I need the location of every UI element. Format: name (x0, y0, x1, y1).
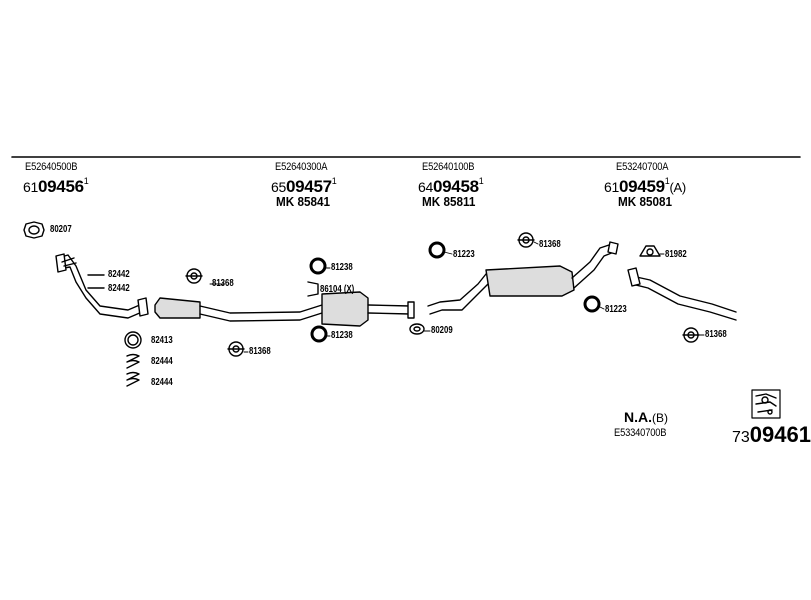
section-3-part-number: 64094581 (418, 176, 484, 196)
section-1-part-number: 61094561 (23, 176, 89, 196)
part-label-81982: 81982 (665, 249, 687, 260)
gasket-80207 (23, 221, 45, 239)
part-label-81368-d: 81368 (705, 329, 727, 340)
section-4-oe-number: E53240700A (616, 161, 669, 173)
spring-82444-drawing-1 (126, 353, 140, 369)
rear-silencer (427, 241, 619, 315)
section-2-oe-number: E52640300A (275, 161, 328, 173)
hanger-81368-c-drawing (517, 232, 535, 248)
part-label-86104: 86104 (X) (320, 284, 355, 295)
part-label-82413: 82413 (151, 335, 173, 346)
section-2-mk-number: MK 85841 (276, 194, 330, 209)
part-label-81223-b: 81223 (605, 304, 627, 315)
part-label-81223-a: 81223 (453, 249, 475, 260)
part-label-82444-b: 82444 (151, 377, 173, 388)
part-label-81238-a: 81238 (331, 262, 353, 273)
ring-81238-b-drawing (310, 325, 328, 343)
hanger-81368-a-drawing (185, 268, 203, 284)
hanger-81368-b-drawing (227, 341, 245, 357)
hanger-81368-d-drawing (682, 327, 700, 343)
exhaust-diagram-icon (751, 389, 781, 419)
leader-lines (209, 241, 705, 353)
part-label-81368-b: 81368 (249, 346, 271, 357)
part-label-81238-b: 81238 (331, 330, 353, 341)
ring-81223-b-drawing (583, 295, 601, 313)
front-pipe (55, 253, 149, 319)
section-4-mk-number: MK 85081 (618, 194, 672, 209)
part-label-82442-b: 82442 (108, 283, 130, 294)
section-4-part-number: 61094591(A) (604, 176, 686, 196)
gasket-80209-drawing (409, 323, 425, 335)
section-3-mk-number: MK 85811 (422, 194, 476, 209)
section-1-oe-number: E52640500B (25, 161, 78, 173)
ring-81238-a-drawing (309, 257, 327, 275)
clamp-86104-drawing (307, 281, 319, 297)
part-label-82444-a: 82444 (151, 356, 173, 367)
part-label-80209: 80209 (431, 325, 453, 336)
spring-82444-drawing-2 (126, 371, 140, 387)
middle-silencer-1 (154, 291, 415, 327)
part-label-81368-a: 81368 (212, 278, 234, 289)
hanger-81982-drawing (639, 245, 661, 257)
part-label-82442-a: 82442 (108, 269, 130, 280)
ring-81223-a-drawing (428, 241, 446, 259)
part-label-80207: 80207 (50, 224, 72, 235)
na-oe-number: E53340700B (614, 427, 667, 439)
ring-82413-drawing (124, 331, 142, 349)
section-2-part-number: 65094571 (271, 176, 337, 196)
tail-pipe (627, 267, 737, 321)
section-3-oe-number: E52640100B (422, 161, 475, 173)
part-label-81368-c: 81368 (539, 239, 561, 250)
diagram-number: 7309461 (732, 422, 811, 447)
na-label: N.A.(B) (624, 409, 668, 425)
